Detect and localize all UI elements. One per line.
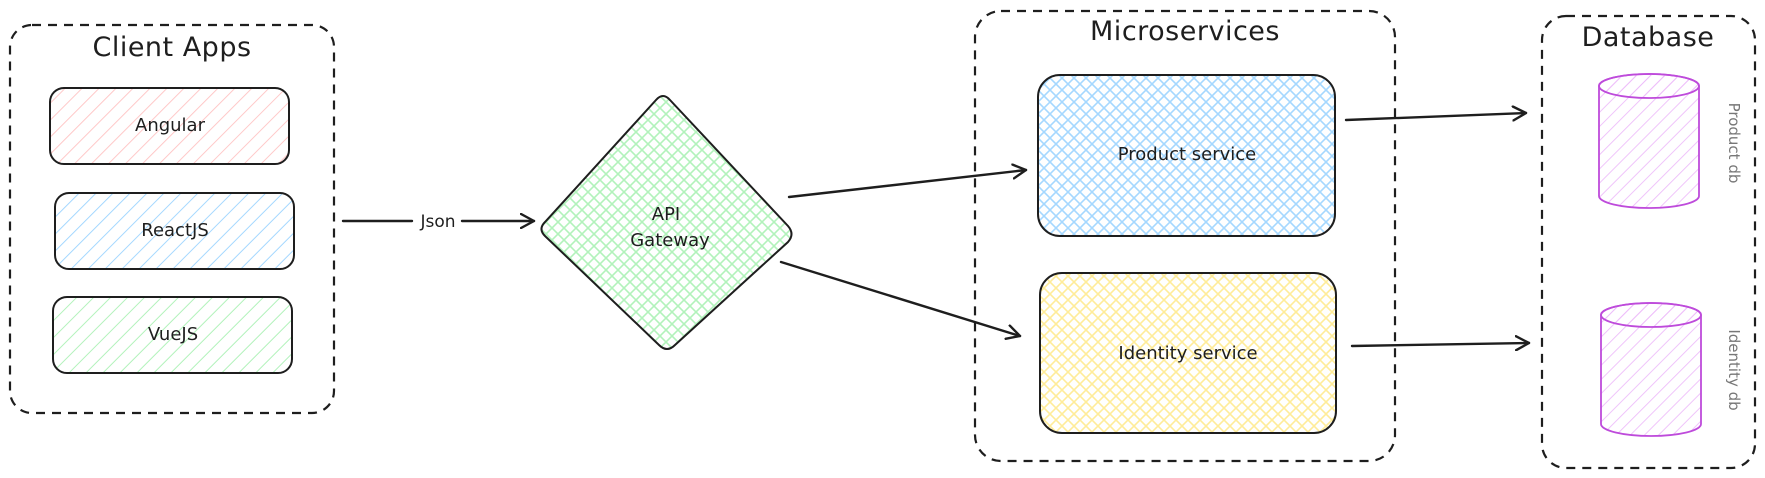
identity-db-node[interactable]: Identity db xyxy=(1600,302,1743,437)
reactjs-node[interactable]: ReactJS xyxy=(54,192,295,270)
database-container xyxy=(1540,14,1757,470)
client-apps-container xyxy=(8,23,336,415)
reactjs-label: ReactJS xyxy=(141,220,209,241)
product-service-label: Product service xyxy=(1118,144,1257,165)
client-apps-title: Client Apps xyxy=(92,32,251,63)
microservices-title: Microservices xyxy=(1090,16,1280,47)
vuejs-node[interactable]: VueJS xyxy=(52,296,293,374)
angular-label: Angular xyxy=(135,115,206,136)
microservices-group: Microservices xyxy=(973,9,1397,463)
client-apps-group: Client Apps xyxy=(8,23,336,415)
identity-service-to-db-edge xyxy=(1350,343,1531,346)
microservices-container xyxy=(973,9,1397,463)
angular-node[interactable]: Angular xyxy=(49,87,290,165)
identity-db-label: Identity db xyxy=(1725,329,1743,410)
api-gateway-node[interactable]: API Gateway xyxy=(540,95,793,350)
database-title: Database xyxy=(1582,22,1715,53)
database-group: Database xyxy=(1540,14,1757,470)
identity-service-label: Identity service xyxy=(1118,343,1257,364)
product-service-to-db-edge xyxy=(1344,113,1528,120)
gateway-to-identity-edge xyxy=(779,260,1022,336)
product-db-label: Product db xyxy=(1725,103,1743,184)
api-gateway-label-line2: Gateway xyxy=(630,230,710,251)
gateway-to-product-edge xyxy=(787,170,1028,199)
vuejs-label: VueJS xyxy=(148,324,198,345)
product-db-node[interactable]: Product db xyxy=(1598,73,1743,209)
identity-service-node[interactable]: Identity service xyxy=(1039,272,1337,434)
product-service-node[interactable]: Product service xyxy=(1037,74,1336,237)
json-edge-label: Json xyxy=(419,212,455,232)
client-to-gateway-edge: Json xyxy=(341,212,536,232)
api-gateway-label-line1: API xyxy=(652,204,680,225)
